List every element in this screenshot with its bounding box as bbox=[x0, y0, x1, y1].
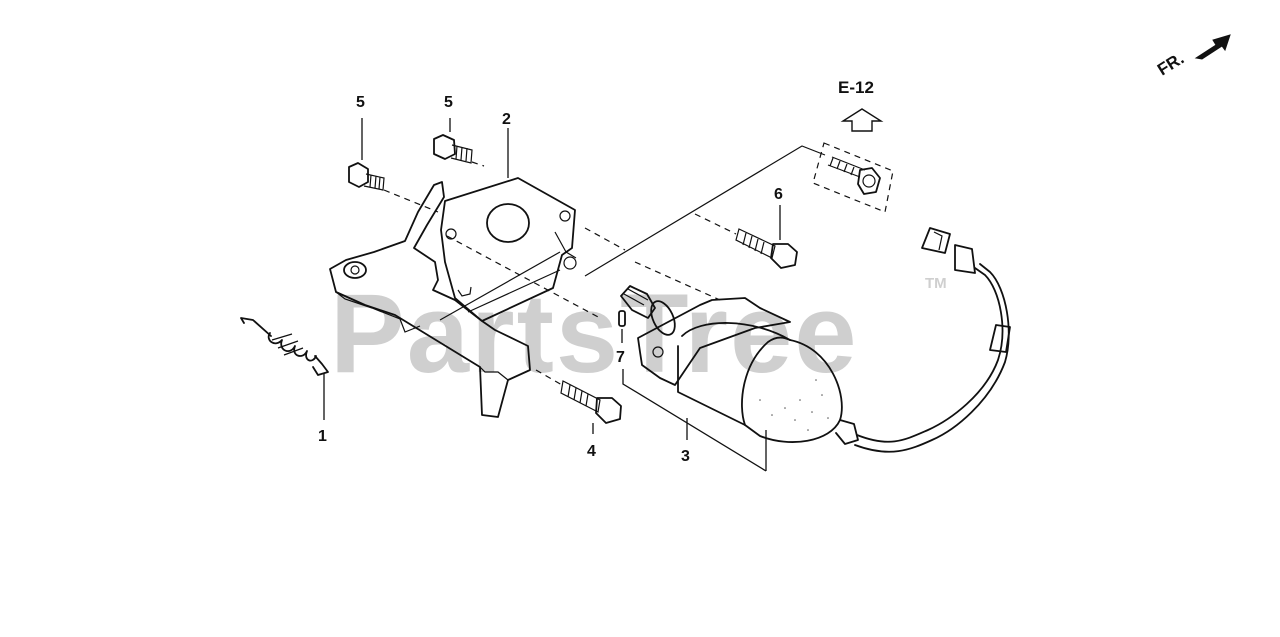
starter-motor bbox=[620, 285, 859, 445]
callout-bolt-lower: 4 bbox=[587, 443, 596, 460]
callout-starter-motor: 3 bbox=[681, 448, 690, 465]
front-arrow-icon bbox=[1194, 34, 1231, 60]
callout-bracket: 2 bbox=[502, 111, 511, 128]
reference-up-arrow-icon bbox=[840, 108, 884, 132]
reference-indicator: E-12 bbox=[838, 78, 884, 132]
pin bbox=[618, 310, 626, 327]
motor-bracket bbox=[440, 177, 577, 322]
callout-bolt-right: 5 bbox=[444, 94, 453, 111]
callout-spring: 1 bbox=[318, 428, 327, 445]
bolt-ref bbox=[735, 228, 798, 269]
callout-bolt-ref: 6 bbox=[774, 186, 783, 203]
leader-lines bbox=[323, 118, 826, 472]
motor-wire-harness bbox=[854, 227, 1011, 453]
motor-texture bbox=[759, 379, 829, 431]
lever-arm bbox=[329, 181, 531, 418]
front-direction-indicator: FR. bbox=[1154, 34, 1231, 80]
watermark-text: PartsTree bbox=[330, 271, 859, 396]
return-spring bbox=[240, 317, 329, 376]
leader-starter-motor bbox=[622, 369, 767, 472]
reference-label: E-12 bbox=[838, 78, 874, 97]
bolt-right bbox=[433, 134, 473, 164]
callout-bolt-left: 5 bbox=[356, 94, 365, 111]
watermark-trademark: TM bbox=[925, 275, 947, 292]
bolt-lower bbox=[560, 380, 622, 424]
bolt-left bbox=[348, 162, 385, 191]
callout-pin: 7 bbox=[616, 349, 625, 366]
reference-bolt-group bbox=[812, 142, 894, 213]
front-direction-label: FR. bbox=[1154, 49, 1187, 80]
callout-numbers: 1 2 3 4 5 5 6 7 bbox=[318, 94, 783, 465]
